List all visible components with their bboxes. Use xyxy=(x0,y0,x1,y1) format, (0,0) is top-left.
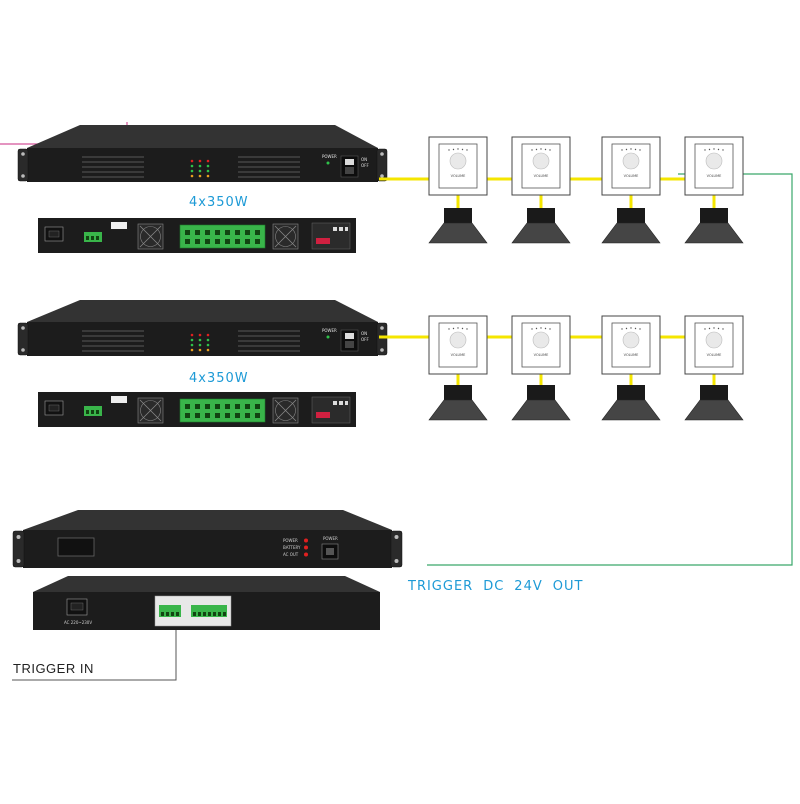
zone-1-volume-label-4: VOLUME xyxy=(707,174,722,178)
seq-led-label-ac-out: AC OUT xyxy=(283,552,299,557)
amplifier-1-rear xyxy=(38,218,356,253)
trigger-out-word-4: OUT xyxy=(552,579,584,594)
trigger-out-word-1: TRIGGER xyxy=(408,579,474,594)
zone-1-volume-controller-2: VOLUME xyxy=(511,136,571,196)
zone-2-volume-knob-4 xyxy=(705,331,723,349)
zone-1-speaker-2 xyxy=(511,208,571,244)
amplifier-2-label: 4x350W xyxy=(189,371,249,386)
zone-2-volume-controller-1: VOLUME xyxy=(428,315,488,375)
zone-1-speaker-3 xyxy=(601,208,661,244)
seq-led-label-battery: BATTERY xyxy=(283,545,301,550)
zone-2-volume-controller-4: VOLUME xyxy=(684,315,744,375)
trigger-in-line xyxy=(12,628,177,681)
amp-2-power-label: POWER xyxy=(322,328,337,333)
sequencer-front: POWER BATTERY AC OUT POWER xyxy=(12,510,403,568)
amp-1-switch-on: ON xyxy=(361,157,367,162)
amplifier-1-front: POWER ON OFF xyxy=(17,125,388,182)
amplifier-1-label: 4x350W xyxy=(189,195,249,210)
zone-1-volume-knob-4 xyxy=(705,152,723,170)
amplifier-2-rear xyxy=(38,392,356,427)
zone-1-volume-label-3: VOLUME xyxy=(624,174,639,178)
trigger-out-word-2: DC xyxy=(483,579,505,594)
trigger-out-label: TRIGGER DC 24V OUT xyxy=(408,580,593,593)
zone-2-speaker-2 xyxy=(511,385,571,421)
trigger-out-word-3: 24V xyxy=(514,579,543,594)
zone-2-volume-controller-2: VOLUME xyxy=(511,315,571,375)
zone-2-speaker-3 xyxy=(601,385,661,421)
zone-2-volume-label-3: VOLUME xyxy=(624,353,639,357)
zone-2-volume-label-4: VOLUME xyxy=(707,353,722,357)
zone-1-volume-controller-1: VOLUME xyxy=(428,136,488,196)
zone-1-speaker-1 xyxy=(428,208,488,244)
zone-1-volume-controller-4: VOLUME xyxy=(684,136,744,196)
zone-1-speaker-4 xyxy=(684,208,744,244)
zone-1-volume-label-1: VOLUME xyxy=(451,174,466,178)
amp-2-switch-on: ON xyxy=(361,331,367,336)
zone-2-volume-knob-3 xyxy=(622,331,640,349)
zone-2-volume-knob-2 xyxy=(532,331,550,349)
seq-power-label: POWER xyxy=(323,536,338,541)
seq-led-label-power: POWER xyxy=(283,538,298,543)
amp-1-switch-off: OFF xyxy=(361,163,369,168)
zone-2-speaker-4 xyxy=(684,385,744,421)
zone-2-volume-label-2: VOLUME xyxy=(534,353,549,357)
zone-1-volume-label-2: VOLUME xyxy=(534,174,549,178)
zone-1-volume-controller-3: VOLUME xyxy=(601,136,661,196)
sequencer-rear: AC 220~230V xyxy=(33,576,380,630)
zone-2-speaker-1 xyxy=(428,385,488,421)
amp-1-power-label: POWER xyxy=(322,154,337,159)
zone-1-volume-knob-3 xyxy=(622,152,640,170)
trigger-in-label: TRIGGER IN xyxy=(13,661,94,676)
zone-2-volume-knob-1 xyxy=(449,331,467,349)
zone-1-volume-knob-2 xyxy=(532,152,550,170)
amp-2-switch-off: OFF xyxy=(361,337,369,342)
amplifier-2-front: POWER ON OFF xyxy=(17,300,388,356)
zone-2-volume-controller-3: VOLUME xyxy=(601,315,661,375)
zone-1-volume-knob-1 xyxy=(449,152,467,170)
seq-rear-input-label: AC 220~230V xyxy=(64,620,92,625)
zone-2-volume-label-1: VOLUME xyxy=(451,353,466,357)
